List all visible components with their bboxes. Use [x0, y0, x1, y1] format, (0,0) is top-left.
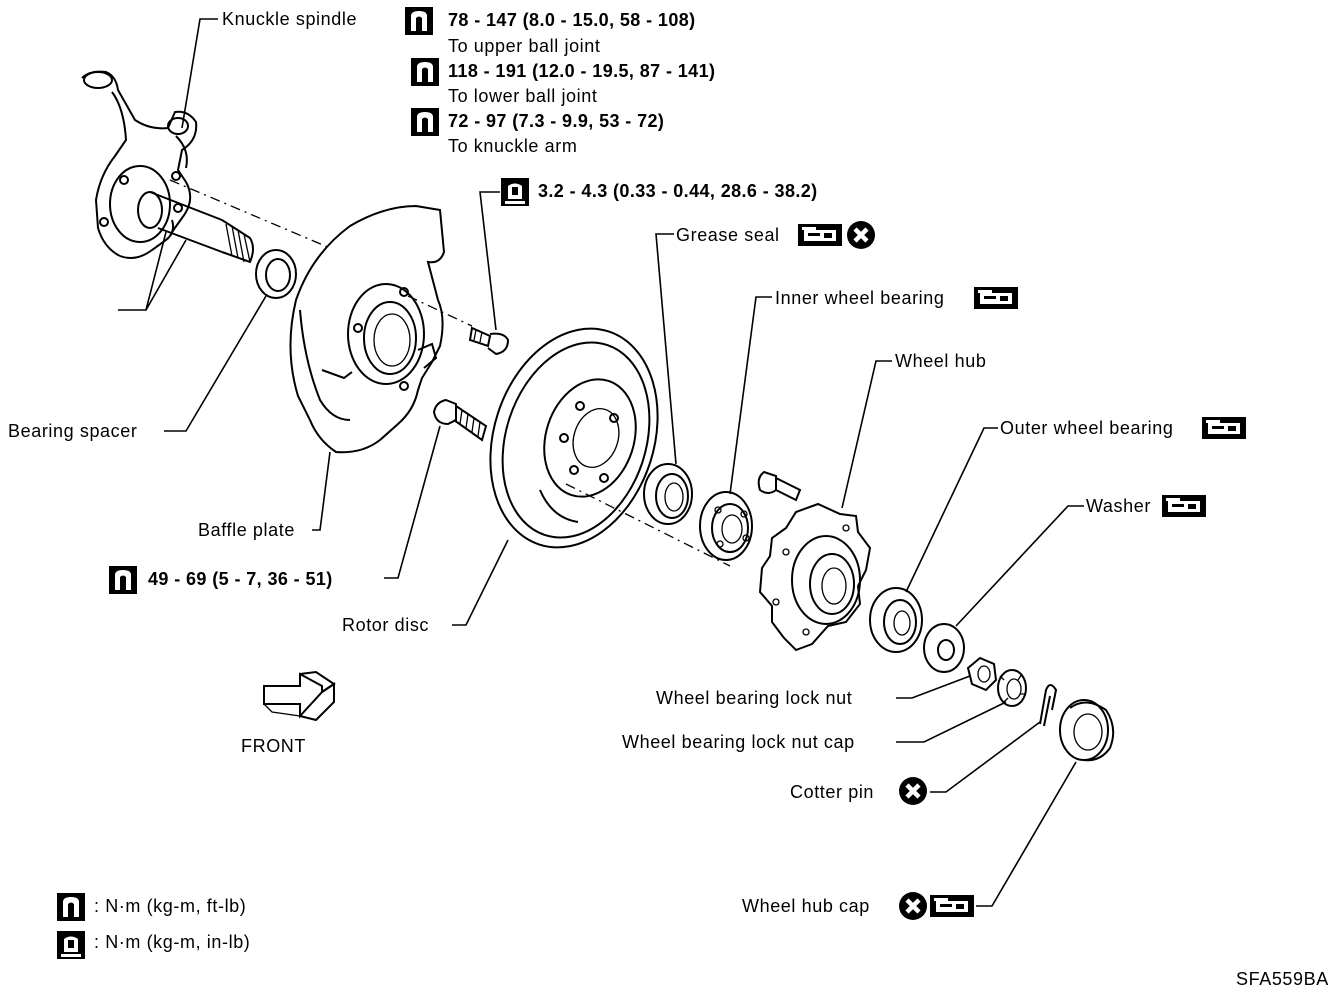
- washer-drawing: [923, 623, 965, 673]
- label-outer-wheel-bearing: Outer wheel bearing: [1000, 418, 1174, 438]
- replace-part-icon: [847, 221, 875, 249]
- label-inner-wheel-bearing: Inner wheel bearing: [775, 288, 945, 308]
- label-wheel-bearing-lock-nut: Wheel bearing lock nut: [656, 688, 852, 708]
- baffle-bolt-drawing: [468, 326, 510, 356]
- label-wheel-bearing-lock-nut-cap: Wheel bearing lock nut cap: [622, 732, 855, 752]
- torque-knuckle-arm-value: 72 - 97 (7.3 - 9.9, 53 - 72): [448, 111, 664, 131]
- lock-nut-cap-drawing: [997, 669, 1027, 707]
- torque-knuckle-arm-note: To knuckle arm: [448, 136, 577, 156]
- replace-part-icon: [899, 892, 927, 920]
- torque-wrench-icon: [411, 108, 439, 136]
- wheel-hub-drawing: [758, 502, 872, 652]
- torque-wrench-icon: [405, 7, 433, 35]
- torque-wrench-in-lb-icon: [57, 931, 85, 959]
- hub-stud-drawing: [757, 470, 802, 502]
- assembly-axis-lines: [169, 179, 731, 567]
- torque-baffle-bolt-value: 3.2 - 4.3 (0.33 - 0.44, 28.6 - 38.2): [538, 181, 818, 201]
- legend: : N·m (kg-m, ft-lb) : N·m (kg-m, in-lb): [57, 893, 250, 959]
- grease-icon: [798, 224, 842, 246]
- torque-wrench-icon: [57, 893, 85, 921]
- torque-lower-ball-joint-value: 118 - 191 (12.0 - 19.5, 87 - 141): [448, 61, 715, 81]
- hub-cap-drawing: [1059, 699, 1115, 762]
- label-washer: Washer: [1086, 496, 1151, 516]
- knuckle-spindle-drawing: [81, 70, 254, 264]
- grease-seal-drawing: [643, 463, 693, 525]
- rotor-disc-drawing: [489, 327, 659, 549]
- label-knuckle-spindle: Knuckle spindle: [222, 9, 357, 29]
- front-label: FRONT: [241, 736, 306, 756]
- label-rotor-disc: Rotor disc: [342, 615, 429, 635]
- torque-hub-bolt-value: 49 - 69 (5 - 7, 36 - 51): [148, 569, 333, 589]
- cotter-pin-drawing: [1039, 684, 1058, 727]
- label-grease-seal: Grease seal: [676, 225, 780, 245]
- legend-torque-in-lb: : N·m (kg-m, in-lb): [94, 932, 250, 952]
- legend-torque-ft-lb: : N·m (kg-m, ft-lb): [94, 896, 246, 916]
- bearing-spacer-drawing: [255, 249, 297, 299]
- torque-lower-ball-joint-note: To lower ball joint: [448, 86, 597, 106]
- replace-part-icon: [899, 777, 927, 805]
- hub-bolt-drawing: [432, 398, 488, 442]
- label-wheel-hub: Wheel hub: [895, 351, 986, 371]
- label-wheel-hub-cap: Wheel hub cap: [742, 896, 870, 916]
- inner-wheel-bearing-drawing: [699, 491, 753, 561]
- grease-icon: [1202, 417, 1246, 439]
- grease-icon: [930, 895, 974, 917]
- baffle-plate-drawing: [289, 204, 446, 454]
- torque-wrench-icon: [109, 566, 137, 594]
- label-bearing-spacer: Bearing spacer: [8, 421, 137, 441]
- grease-icon: [1162, 495, 1206, 517]
- torque-wrench-in-lb-icon: [501, 178, 529, 206]
- label-cotter-pin: Cotter pin: [790, 782, 874, 802]
- torque-upper-ball-joint-value: 78 - 147 (8.0 - 15.0, 58 - 108): [448, 10, 696, 30]
- torque-upper-ball-joint-note: To upper ball joint: [448, 36, 601, 56]
- outer-wheel-bearing-drawing: [869, 587, 923, 653]
- figure-id: SFA559BA: [1236, 969, 1329, 989]
- torque-wrench-icon: [411, 58, 439, 86]
- grease-icon: [974, 287, 1018, 309]
- front-arrow-icon: [263, 670, 336, 722]
- leader-lines: [118, 18, 1084, 907]
- lock-nut-drawing: [966, 656, 998, 692]
- label-baffle-plate: Baffle plate: [198, 520, 295, 540]
